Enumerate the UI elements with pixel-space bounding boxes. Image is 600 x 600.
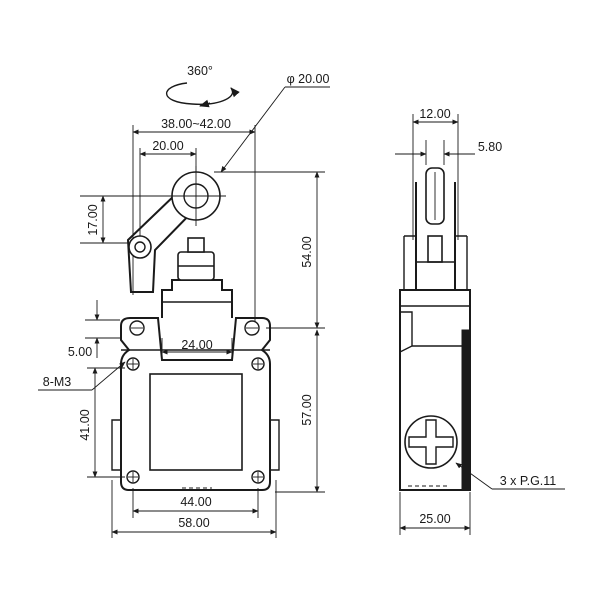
actuator-height-label: 54.00 bbox=[300, 236, 314, 267]
body-height-label: 57.00 bbox=[300, 394, 314, 425]
mount-spacing-dimension: 44.00 bbox=[132, 488, 259, 518]
body-depth-label: 25.00 bbox=[419, 512, 450, 526]
screw-icon bbox=[126, 470, 140, 484]
side-roller-offset-dimension: 5.80 bbox=[395, 140, 502, 165]
lever-range-label: 38.00~42.00 bbox=[161, 117, 231, 131]
screw-icon bbox=[126, 357, 140, 371]
screw-label: 8-M3 bbox=[43, 375, 72, 389]
rotation-label: 360° bbox=[187, 64, 213, 78]
screw-icon bbox=[251, 357, 265, 371]
front-view: 360° φ 20.00 38.00~42.00 20.00 17.0 bbox=[38, 64, 330, 538]
plunger-width-dimension: 24.00 bbox=[161, 338, 233, 360]
roller-diameter-label: φ 20.00 bbox=[287, 72, 330, 86]
cover-plate bbox=[149, 373, 243, 471]
lever-height-label: 17.00 bbox=[86, 204, 100, 235]
side-roller-offset-label: 5.80 bbox=[478, 140, 502, 154]
conduit-label: 3 x P.G.11 bbox=[500, 474, 557, 488]
right-mounting-lug bbox=[269, 419, 280, 471]
switch-body bbox=[111, 317, 280, 491]
side-cover-plate bbox=[461, 329, 471, 491]
plunger-housing bbox=[161, 237, 233, 318]
conduit-callout: 3 x P.G.11 bbox=[455, 462, 565, 490]
side-plunger bbox=[427, 235, 443, 263]
actuator-height-dimension: 54.00 bbox=[214, 171, 325, 329]
lever-range-dimension: 38.00~42.00 bbox=[132, 117, 256, 322]
roller-offset-label: 20.00 bbox=[152, 139, 183, 153]
roller-diameter-callout: φ 20.00 bbox=[220, 72, 330, 173]
flange-thickness-label: 5.00 bbox=[68, 345, 92, 359]
flange-thickness-dimension: 5.00 bbox=[68, 300, 120, 359]
rotation-indicator: 360° bbox=[166, 64, 240, 108]
screw-icon bbox=[129, 320, 145, 336]
roller-width-dimension: 12.00 bbox=[412, 107, 459, 240]
body-width-dimension: 58.00 bbox=[111, 480, 277, 538]
mount-height-dimension: 41.00 bbox=[78, 367, 125, 478]
mount-spacing-label: 44.00 bbox=[180, 495, 211, 509]
screw-holes bbox=[126, 320, 265, 484]
side-view: 12.00 5.80 bbox=[395, 107, 565, 535]
lever-pivot bbox=[128, 235, 152, 259]
left-mounting-lug bbox=[111, 419, 122, 471]
body-width-label: 58.00 bbox=[178, 516, 209, 530]
body-height-dimension: 57.00 bbox=[275, 329, 325, 493]
mount-height-label: 41.00 bbox=[78, 409, 92, 440]
screw-icon bbox=[251, 470, 265, 484]
screw-callout: 8-M3 bbox=[38, 361, 126, 391]
side-body bbox=[399, 167, 471, 491]
roller-lever bbox=[126, 166, 226, 293]
plunger-neck bbox=[187, 237, 205, 253]
side-roller-width-label: 12.00 bbox=[419, 107, 450, 121]
plunger-width-label: 24.00 bbox=[181, 338, 212, 352]
conduit-gland-icon bbox=[404, 415, 458, 469]
body-depth-dimension: 25.00 bbox=[399, 492, 471, 535]
screw-icon bbox=[244, 320, 260, 336]
